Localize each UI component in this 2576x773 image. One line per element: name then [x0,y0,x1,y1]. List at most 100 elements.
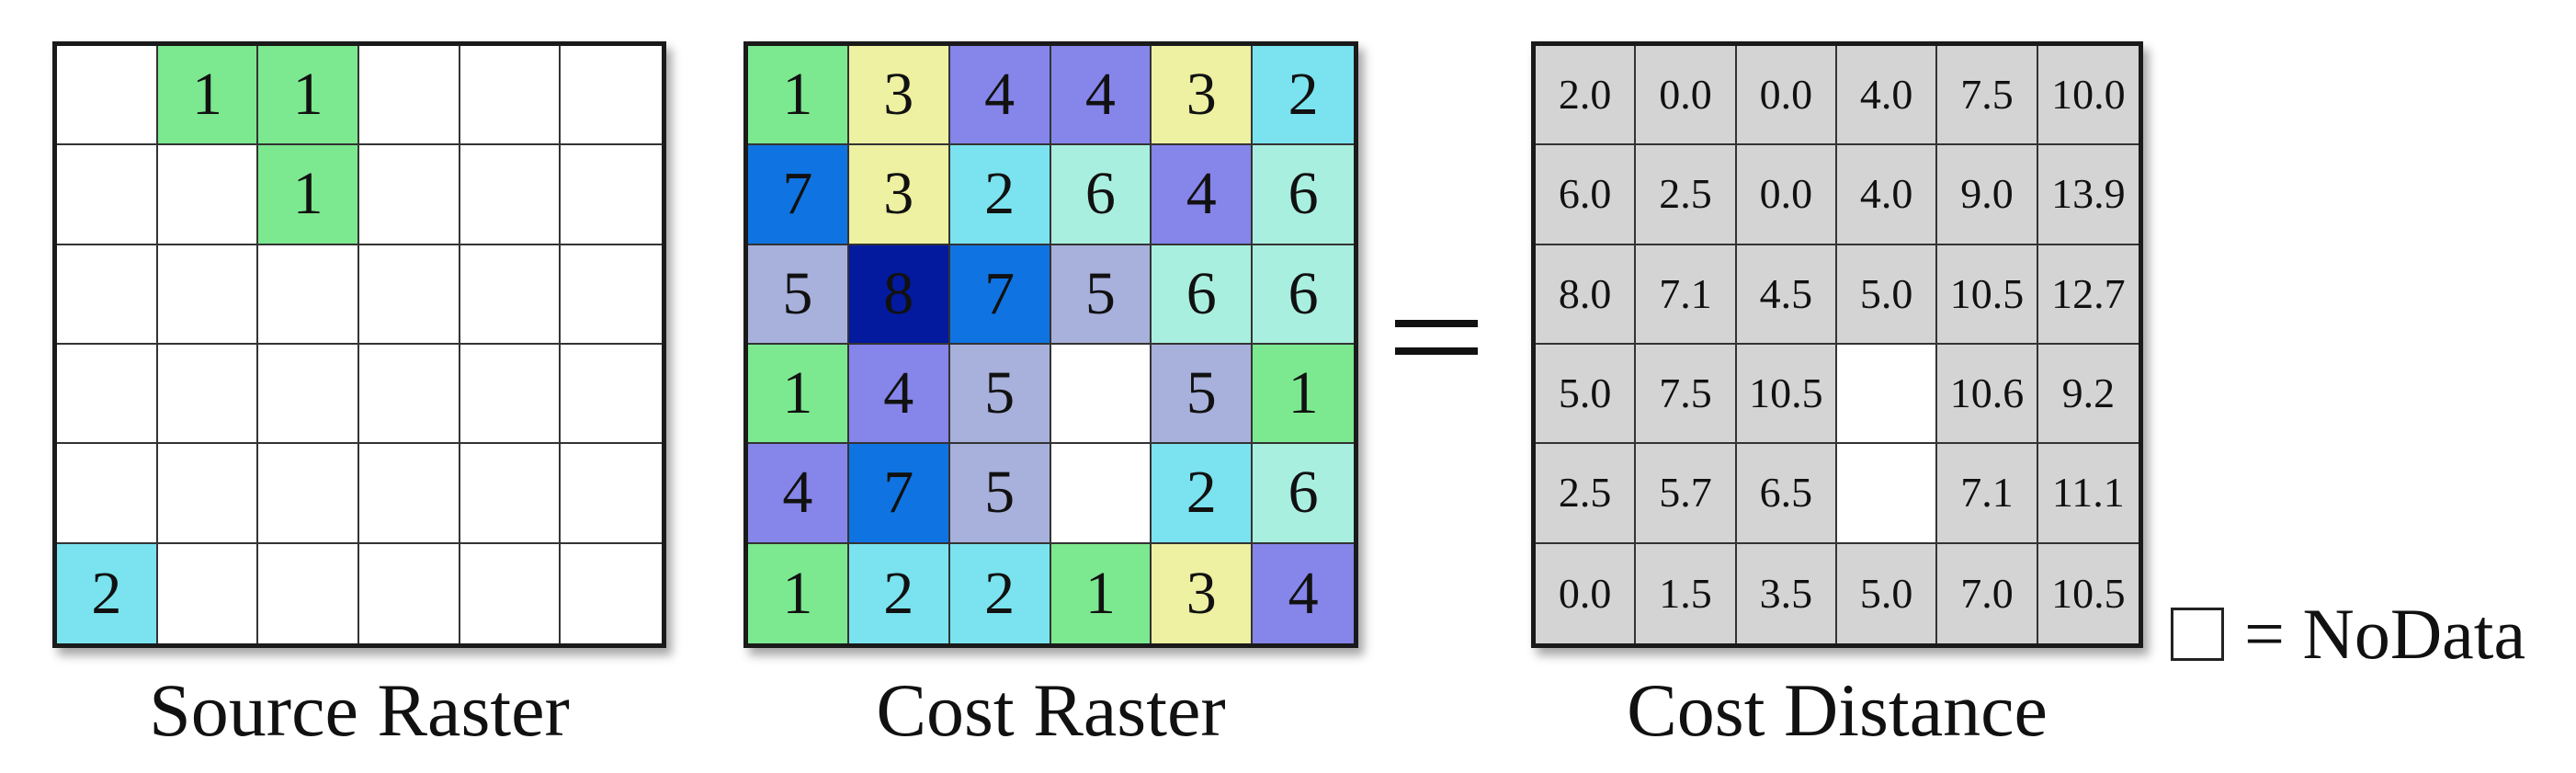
cost-raster-cell: 2 [949,543,1051,643]
cost-distance-cell: 6.5 [1736,444,1837,544]
source-raster-cell [561,244,662,345]
source-raster-cell [258,244,359,345]
source-raster-cell [57,145,158,245]
cost-distance-cell: 4.5 [1736,244,1837,345]
source-raster-cell [57,244,158,345]
source-raster-caption: Source Raster [149,668,570,752]
cost-raster-cell: 8 [848,244,950,345]
cost-raster-cell: 1 [1253,345,1354,445]
cost-distance-cell: 1.5 [1636,543,1737,643]
source-raster-cell [460,345,562,445]
source-raster-cell [561,46,662,146]
source-raster-cell [358,444,460,544]
cost-raster-cell: 6 [1253,145,1354,245]
source-raster-cell [561,145,662,245]
nodata-legend-label: = NoData [2244,594,2526,674]
cost-raster-cell: 2 [848,543,950,643]
source-raster-cell: 2 [57,543,158,643]
cost-distance-cell: 6.0 [1536,145,1637,245]
source-raster-cell [57,345,158,445]
source-raster-cell [460,444,562,544]
cost-distance-cell: 10.0 [2037,46,2139,146]
source-raster-cell [460,46,562,146]
cost-raster-cell: 2 [949,145,1051,245]
equals-sign [1395,320,1478,375]
cost-distance-cell: 0.0 [1536,543,1637,643]
cost-raster-cell: 2 [1253,46,1354,146]
cost-distance-cell: 8.0 [1536,244,1637,345]
cost-raster-caption: Cost Raster [876,668,1226,752]
cost-raster-cell: 3 [848,145,950,245]
source-raster-cell [157,444,259,544]
cost-distance-cell: 11.1 [2037,444,2139,544]
source-raster-cell [460,244,562,345]
cost-distance-cell: 7.1 [1937,444,2038,544]
cost-raster-cell: 6 [1152,244,1254,345]
cost-raster-cell: 3 [1152,46,1254,146]
cost-raster-cell: 4 [1253,543,1354,643]
cost-distance-cell: 5.0 [1536,345,1637,445]
cost-raster-cell [1050,345,1152,445]
cost-distance-cell [1837,444,1938,544]
source-raster-cell [561,444,662,544]
cost-raster-cell: 7 [949,244,1051,345]
cost-distance-caption: Cost Distance [1627,668,2048,752]
source-raster-cell [358,543,460,643]
source-raster-cell [157,543,259,643]
source-raster-cell [157,145,259,245]
nodata-swatch [2171,608,2224,661]
cost-distance-cell: 10.5 [2037,543,2139,643]
cost-raster-cell: 6 [1253,244,1354,345]
source-raster-cell [358,145,460,245]
source-raster-cell [358,244,460,345]
cost-distance-cell: 10.6 [1937,345,2038,445]
cost-raster-cell: 3 [848,46,950,146]
cost-raster-cell: 5 [949,345,1051,445]
source-raster-cell: 1 [157,46,259,146]
cost-raster-cell: 4 [1152,145,1254,245]
source-raster-cell: 1 [258,145,359,245]
cost-distance-cell: 7.5 [1937,46,2038,146]
cost-raster-cell [1050,444,1152,544]
nodata-legend: = NoData [2171,593,2525,676]
cost-raster-cell: 1 [748,46,849,146]
cost-raster-cell: 5 [949,444,1051,544]
cost-distance-cell: 5.7 [1636,444,1737,544]
cost-distance-cell: 5.0 [1837,543,1938,643]
cost-distance-cell [1837,345,1938,445]
cost-raster-cell: 5 [748,244,849,345]
cost-raster-cell: 6 [1050,145,1152,245]
source-raster-cell [157,244,259,345]
cost-distance-cell: 9.0 [1937,145,2038,245]
source-raster-cell [561,345,662,445]
cost-distance-cell: 2.0 [1536,46,1637,146]
cost-distance-cell: 3.5 [1736,543,1837,643]
cost-distance-cell: 0.0 [1736,145,1837,245]
cost-distance-cell: 12.7 [2037,244,2139,345]
cost-raster-cell: 2 [1152,444,1254,544]
cost-distance-cell: 2.5 [1536,444,1637,544]
cost-raster-cell: 4 [949,46,1051,146]
source-raster-cell [460,145,562,245]
cost-distance-cell: 2.5 [1636,145,1737,245]
cost-distance-cell: 10.5 [1937,244,2038,345]
cost-distance-cell: 4.0 [1837,46,1938,146]
cost-raster-cell: 5 [1050,244,1152,345]
cost-distance-cell: 7.5 [1636,345,1737,445]
cost-raster-cell: 3 [1152,543,1254,643]
cost-distance-cell: 5.0 [1837,244,1938,345]
cost-raster-cell: 4 [848,345,950,445]
source-raster-cell [460,543,562,643]
cost-raster-cell: 4 [748,444,849,544]
cost-raster-cell: 7 [848,444,950,544]
cost-raster-cell: 7 [748,145,849,245]
source-raster-cell [57,444,158,544]
cost-raster-cell: 1 [748,543,849,643]
source-raster-cell [561,543,662,643]
source-raster-cell [358,46,460,146]
cost-distance-cell: 13.9 [2037,145,2139,245]
cost-raster-cell: 4 [1050,46,1152,146]
